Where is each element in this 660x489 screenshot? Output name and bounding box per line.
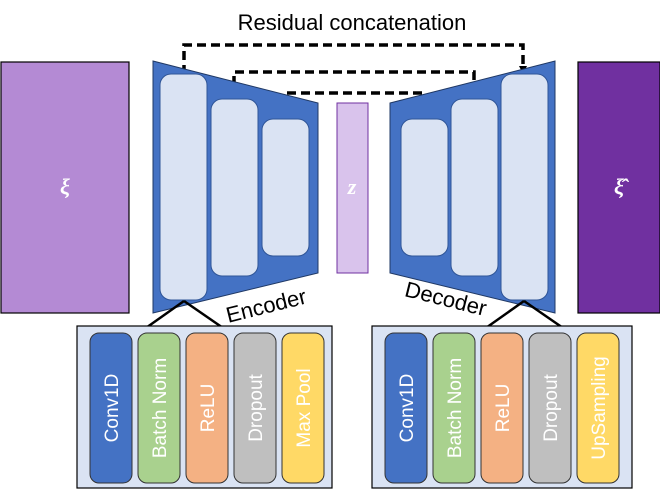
decoder-layers: Conv1D Batch Norm ReLU Dropout UpSampling [384, 332, 620, 484]
decoder-layer-3 [480, 332, 524, 484]
decoder-layer-1 [384, 332, 428, 484]
encoder-layer-4 [233, 332, 277, 484]
encoder-zoom-line-left [142, 299, 185, 332]
decoder-block-2 [450, 98, 499, 277]
residual-concatenation-title: Residual concatenation [238, 10, 467, 35]
decoder-layer-5 [576, 332, 620, 484]
encoder-layer-2 [137, 332, 181, 484]
encoder-layer-5-label: Max Pool [294, 368, 315, 447]
encoder-layer-5 [281, 332, 325, 484]
encoder-layer-3-label: ReLU [198, 384, 219, 433]
encoder-block-3 [261, 118, 310, 257]
output-block [577, 61, 660, 314]
decoder-zoom-line-left [482, 299, 525, 332]
residual-connections [182, 43, 527, 121]
encoder-layer-1-label: Conv1D [102, 374, 123, 443]
encoder-block-2 [210, 98, 259, 277]
decoder-block-1 [400, 118, 449, 257]
residual-connection-outer [182, 43, 527, 74]
encoder-layers: Conv1D Batch Norm ReLU Dropout Max Pool [89, 332, 325, 484]
encoder-layer-3 [185, 332, 229, 484]
input-label: ξ [60, 174, 70, 199]
encoder-zoom-line-right [183, 299, 227, 332]
encoder-layer-2-label: Batch Norm [150, 358, 171, 458]
residual-connection-middle [232, 70, 478, 100]
latent-label: z [347, 174, 357, 199]
decoder-layer-3-label: ReLU [493, 384, 514, 433]
latent-block [336, 102, 369, 274]
encoder-layer-4-label: Dropout [246, 373, 267, 441]
decoder-layer-1-label: Conv1D [397, 374, 418, 443]
decoder-layer-4 [528, 332, 572, 484]
decoder-layer-4-label: Dropout [541, 373, 562, 441]
encoder-layer-1 [89, 332, 133, 484]
encoder-block-1 [159, 73, 208, 301]
decoder-layer-2 [432, 332, 476, 484]
decoder-layer-5-label: UpSampling [589, 356, 610, 460]
zoom-connectors [142, 299, 567, 332]
decoder-layer-2-label: Batch Norm [445, 358, 466, 458]
input-block [0, 61, 130, 314]
decoder-block-3 [500, 73, 549, 301]
decoder-zoom-line-right [523, 299, 567, 332]
